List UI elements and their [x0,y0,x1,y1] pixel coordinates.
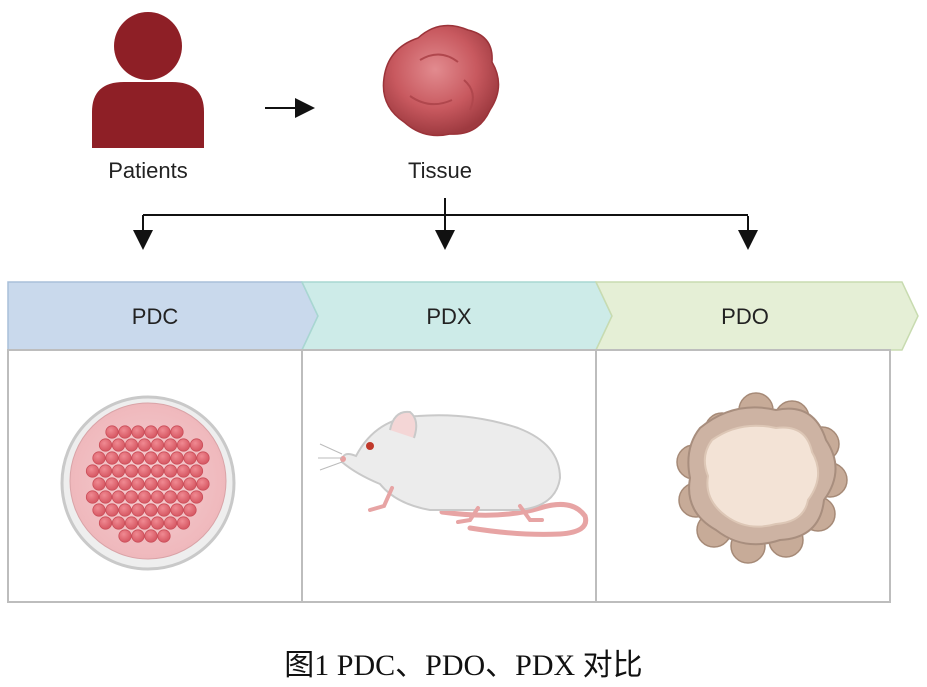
cell-icon [183,451,197,465]
cell-icon [131,425,145,439]
cell-icon [131,529,145,543]
cell-icon [111,464,126,478]
cell-icon [124,516,139,530]
cell-icon [144,451,158,465]
cell-icon [98,438,113,452]
cell-icon [137,438,152,452]
model-label-pdc: PDC [131,304,179,329]
tissue-blob-icon [382,24,500,137]
cell-icon [92,477,106,491]
cell-icon [170,425,184,439]
cell-icon [144,529,158,543]
cell-icon [92,451,106,465]
cell-icon [124,490,139,504]
cell-icon [105,477,119,491]
cell-icon [189,438,204,452]
cell-icon [118,529,132,543]
cell-icon [124,438,139,452]
cell-icon [183,477,197,491]
cell-icon [98,516,113,530]
model-label-pdo: PDO [721,304,769,329]
cell-icon [105,451,119,465]
cell-icon [137,464,152,478]
cell-icon [150,516,165,530]
cell-icon [163,464,178,478]
cell-icon [176,490,191,504]
cell-icon [163,516,178,530]
patients-label: Patients [108,158,188,183]
cell-icon [150,464,165,478]
tissue-label: Tissue [408,158,472,183]
cell-icon [111,490,126,504]
cell-icon [163,438,178,452]
cell-icon [85,464,100,478]
cell-icon [150,438,165,452]
figure-caption: 图1 PDC、PDO、PDX 对比 [284,649,643,682]
cell-icon [144,425,158,439]
cell-icon [137,516,152,530]
cell-icon [118,425,132,439]
cell-icon [144,477,158,491]
cell-icon [157,451,171,465]
cell-icon [176,438,191,452]
cell-icon [157,425,171,439]
cell-icon [150,490,165,504]
organoid-icon [676,392,848,564]
person-icon [92,12,204,148]
cell-icon [183,503,197,517]
cell-icon [98,490,113,504]
cell-icon [196,477,210,491]
cell-icon [189,464,204,478]
branch-connectors [133,198,758,250]
cell-icon [196,451,210,465]
mouse-icon [318,410,589,537]
cell-icon [157,503,171,517]
cell-icon [131,477,145,491]
cell-icon [111,438,126,452]
cell-icon [118,451,132,465]
model-label-pdx: PDX [426,304,472,329]
cell-icon [157,477,171,491]
cell-icon [170,451,184,465]
cell-icon [118,477,132,491]
cell-icon [176,464,191,478]
petri-dish-cells-icon [60,395,236,571]
cell-icon [163,490,178,504]
cell-icon [170,503,184,517]
cell-icon [92,503,106,517]
cell-icon [85,490,100,504]
chevron-pdo [594,281,919,351]
cell-icon [144,503,158,517]
cell-icon [131,503,145,517]
cell-icon [137,490,152,504]
panels [7,349,891,603]
cell-icon [105,425,119,439]
cell-icon [176,516,191,530]
cell-icon [170,477,184,491]
cell-icon [98,464,113,478]
cell-icon [157,529,171,543]
cell-icon [105,503,119,517]
cell-icon [111,516,126,530]
cell-icon [118,503,132,517]
cell-icon [189,490,204,504]
cell-icon [124,464,139,478]
cell-icon [131,451,145,465]
